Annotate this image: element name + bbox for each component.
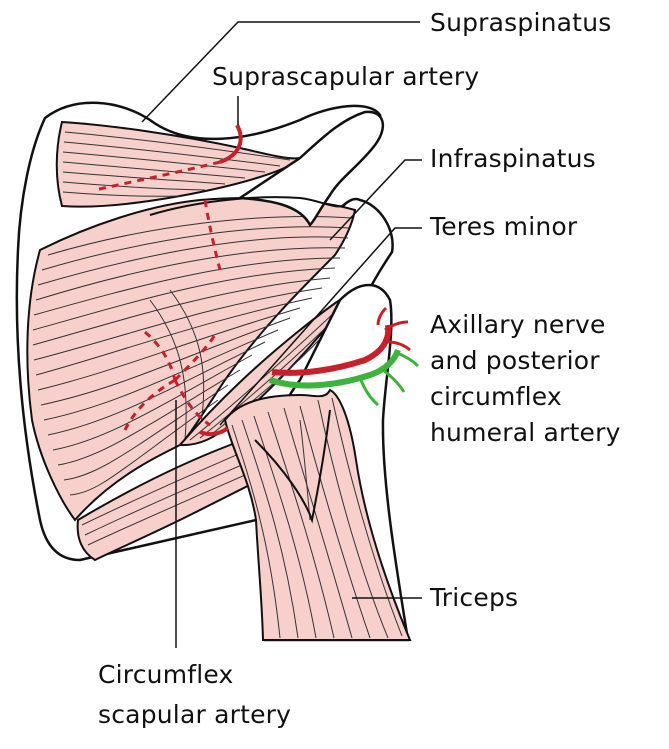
triceps-muscle [223,388,412,641]
leader-lines [141,21,422,648]
circumflex-scapular-artery [123,330,217,431]
infraspinatus-muscle [26,197,357,522]
label-infraspinatus: Infraspinatus [430,144,596,173]
axillary-nerve [269,348,401,389]
leader-teres-minor [219,227,422,426]
leader-supraspinatus [141,21,420,123]
supraspinatus-fibers [62,131,291,197]
label-circumflex-line1: Circumflex [98,660,234,689]
artery-branches [376,306,411,352]
label-axillary-line3: circumflex [430,382,562,411]
label-axillary-line4: humeral artery [430,418,621,447]
posterior-circumflex-humeral-artery [271,324,392,376]
label-teres-minor: Teres minor [430,212,578,241]
suprascapular-artery [94,124,243,271]
label-axillary-line1: Axillary nerve [430,310,606,339]
circumflex-scapular-artery-solid [199,426,230,437]
label-suprascapular-artery: Suprascapular artery [212,62,480,91]
triceps-fibers [231,397,403,639]
label-triceps: Triceps [430,583,519,612]
axillary-nerve-branches [358,350,420,407]
label-supraspinatus: Supraspinatus [430,8,612,37]
triceps-heads-divider [254,409,331,524]
scapular-spine-edge [149,196,346,216]
infraspinatus-fibers [32,216,353,496]
label-circumflex-line2: scapular artery [98,700,292,729]
label-axillary-line2: and posterior [430,346,600,375]
leader-infraspinatus [329,159,422,241]
